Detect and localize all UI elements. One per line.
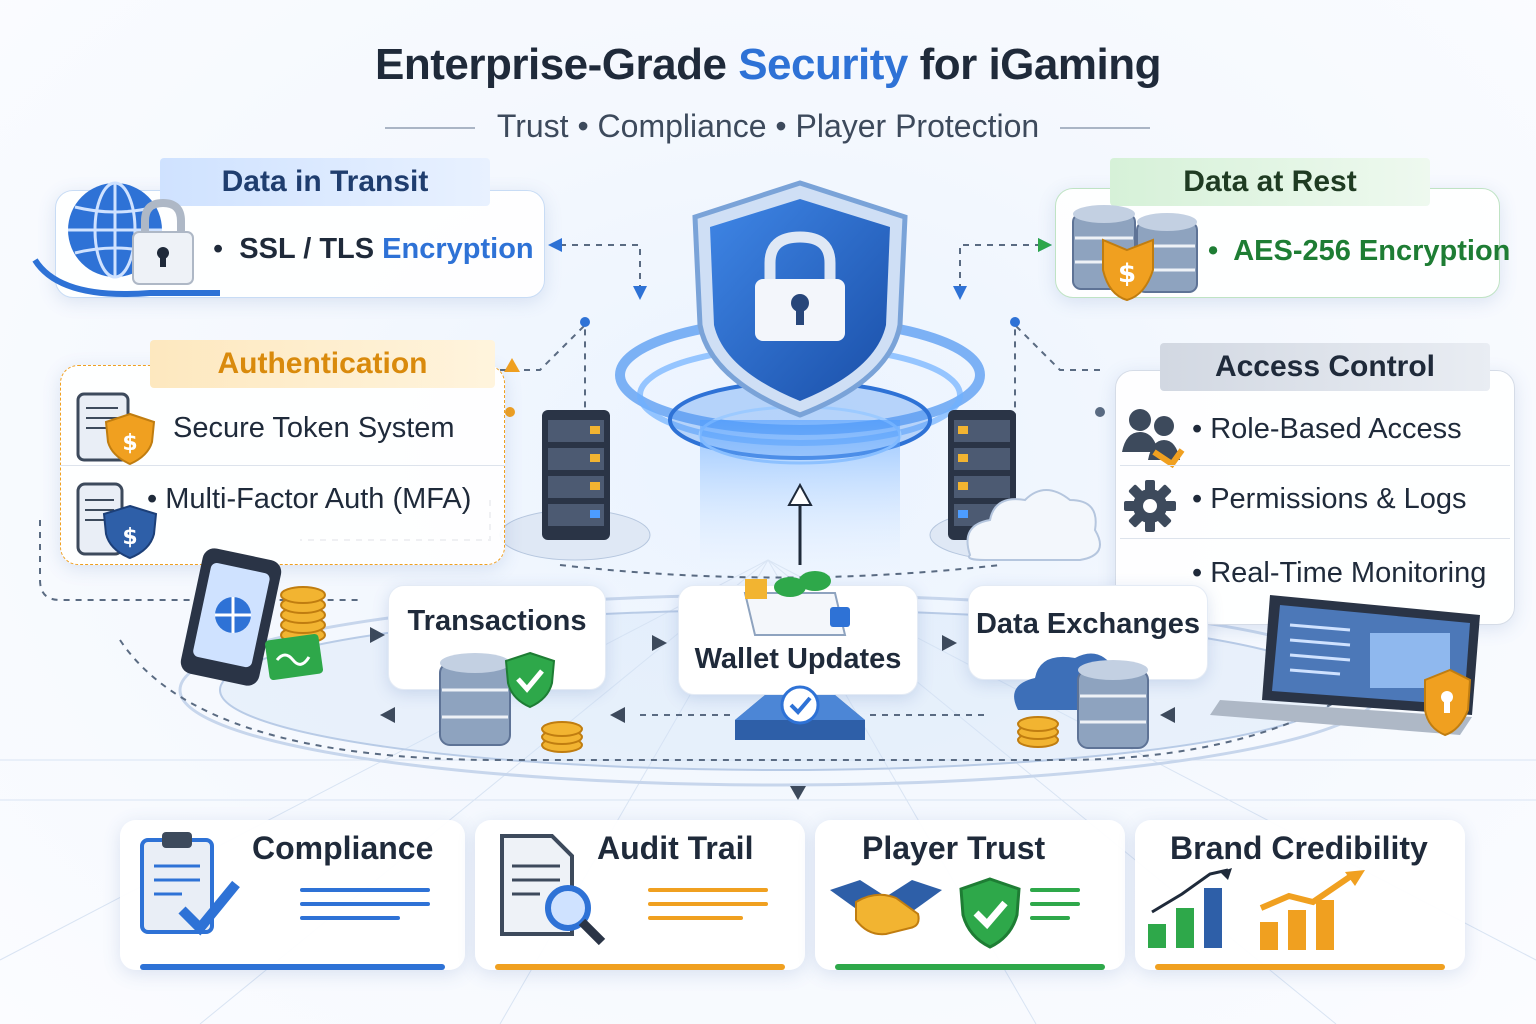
laptop-monitoring-icon xyxy=(1210,595,1480,737)
database-verified-icon xyxy=(439,651,583,753)
svg-text:$: $ xyxy=(122,525,137,550)
access-divider-1 xyxy=(1120,465,1510,466)
access-item-permissions: • Permissions & Logs xyxy=(1192,483,1467,515)
access-control-tag: Access Control xyxy=(1160,343,1490,391)
growth-chart-icon xyxy=(1259,870,1365,950)
brand-credibility-label: Brand Credibility xyxy=(1170,830,1428,866)
shield-check-icon xyxy=(959,877,1021,949)
data-at-rest-tag: Data at Rest xyxy=(1110,158,1430,206)
subtitle-divider-left xyxy=(385,127,475,129)
database-coin-icon: $ xyxy=(1072,205,1198,302)
globe-lock-icon xyxy=(32,181,220,298)
wallet-updates-label: Wallet Updates xyxy=(694,643,902,675)
token-device-icon: $ xyxy=(76,392,156,466)
auth-item-secure-token: Secure Token System xyxy=(173,412,455,444)
compliance-accent-bar xyxy=(140,964,445,970)
central-shield-platform xyxy=(615,180,985,570)
users-role-icon xyxy=(1122,409,1185,469)
cloud-database-icon xyxy=(1014,653,1149,749)
data-in-transit-tag: Data in Transit xyxy=(160,158,490,206)
transactions-box xyxy=(388,585,606,690)
verification-node-icon xyxy=(735,685,865,740)
authentication-tag: Authentication xyxy=(150,340,495,388)
svg-text:$: $ xyxy=(122,431,137,456)
gear-icon xyxy=(1124,480,1176,532)
compliance-label: Compliance xyxy=(252,830,434,866)
title-accent: Security xyxy=(738,40,908,89)
wallet-box-icon xyxy=(743,571,850,636)
page-subtitle: Trust • Compliance • Player Protection xyxy=(496,108,1040,144)
growth-bars-icon xyxy=(1148,868,1232,948)
trust-accent-bar xyxy=(835,964,1105,970)
audit-accent-bar xyxy=(495,964,785,970)
transit-text: • SSL / TLS Encryption xyxy=(213,233,534,265)
player-trust-label: Player Trust xyxy=(862,830,1046,866)
page-title: Enterprise-Grade Security for iGaming xyxy=(375,40,1161,89)
access-item-role-based: • Role-Based Access xyxy=(1192,413,1462,445)
rest-text: • AES-256 Encryption xyxy=(1208,235,1511,267)
compliance-lines xyxy=(300,888,430,930)
document-search-icon xyxy=(500,834,606,946)
access-divider-2 xyxy=(1120,538,1510,539)
clipboard-check-icon xyxy=(140,832,240,936)
mobile-payment-icon xyxy=(180,548,326,686)
auth-divider xyxy=(60,465,505,466)
transactions-label: Transactions xyxy=(407,605,587,637)
server-rack-right-icon xyxy=(929,410,1101,561)
subtitle-divider-right xyxy=(1060,127,1150,129)
svg-text:$: $ xyxy=(1118,259,1136,289)
mfa-phone-icon: $ xyxy=(76,482,158,560)
auth-item-mfa: • Multi-Factor Auth (MFA) xyxy=(147,483,472,515)
server-rack-left-icon xyxy=(499,410,651,561)
data-exchanges-label: Data Exchanges xyxy=(975,608,1201,640)
trust-lines xyxy=(1030,888,1090,930)
shield-lock-icon xyxy=(692,180,908,418)
handshake-icon xyxy=(830,880,942,936)
audit-trail-label: Audit Trail xyxy=(597,830,754,866)
access-item-monitoring: • Real-Time Monitoring xyxy=(1192,557,1487,589)
brand-accent-bar xyxy=(1155,964,1445,970)
audit-lines xyxy=(648,888,778,930)
